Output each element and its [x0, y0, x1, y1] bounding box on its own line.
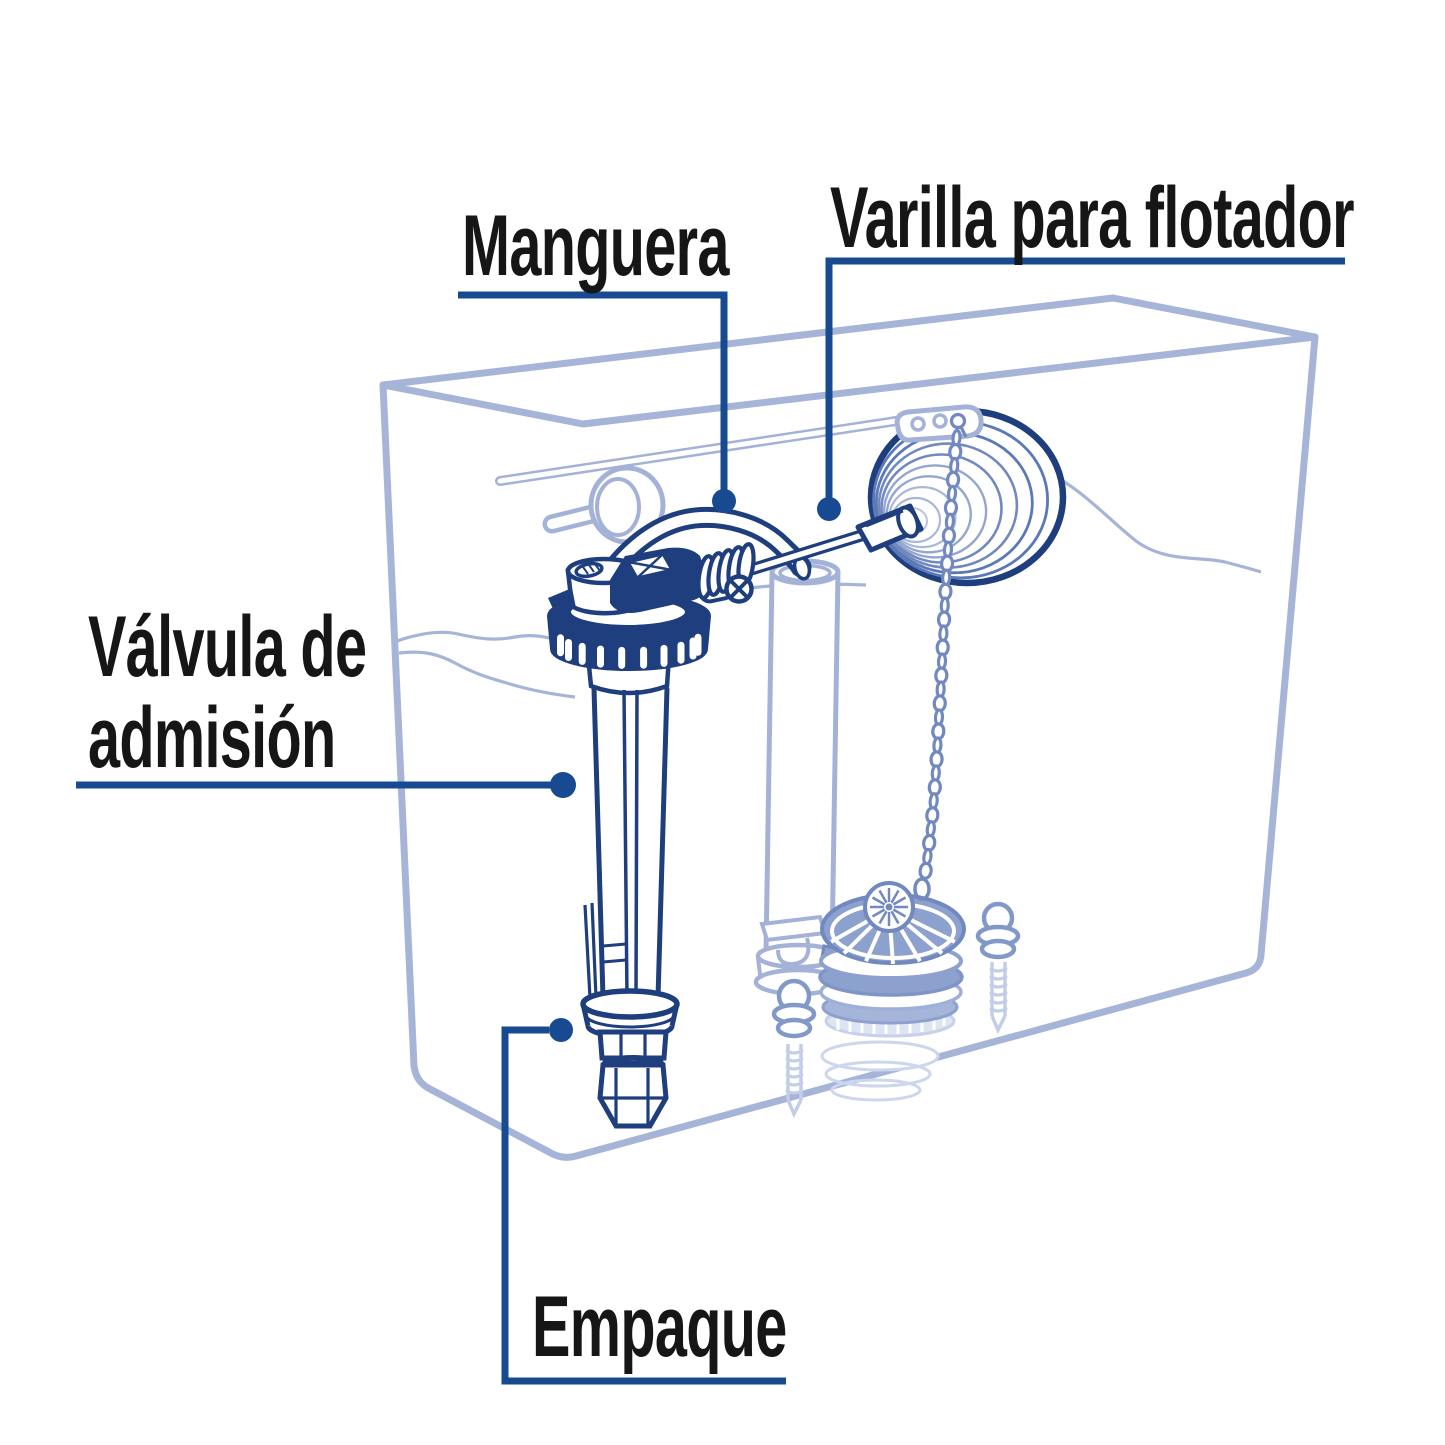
float-rod: [696, 503, 924, 604]
tank-bolt-right: [975, 901, 1021, 960]
leader-varilla: [817, 257, 1345, 521]
leader-empaque: [501, 1018, 786, 1385]
label-empaque: Empaque: [532, 1282, 912, 1373]
flush-lever-rod: [495, 416, 901, 486]
tank-bolt-left: [771, 978, 817, 1039]
label-valvula: Válvula de admisión: [88, 602, 503, 784]
fill-valve: [546, 547, 735, 1129]
rod-wing-knob: [724, 574, 754, 604]
flapper-ghost-reflection: [820, 1040, 940, 1102]
coupling-nut: [597, 1055, 669, 1129]
label-valvula-line1: Válvula de: [88, 599, 367, 695]
ghost-screw-left: [785, 1044, 804, 1119]
label-valvula-line2: admisión: [88, 690, 336, 786]
leader-valvula: [76, 772, 576, 798]
flapper: [818, 877, 966, 1038]
rod-ball-connector: [855, 503, 924, 553]
leader-lines: [76, 257, 1345, 1385]
label-manguera-text: Manguera: [462, 198, 729, 294]
label-manguera: Manguera: [462, 201, 860, 292]
flapper-chain: [918, 428, 963, 880]
label-varilla: Varilla para flotador: [830, 173, 1445, 264]
lever-strap: [894, 404, 984, 443]
flapper-starburst: [870, 888, 908, 926]
leader-manguera: [458, 291, 736, 513]
label-empaque-text: Empaque: [532, 1279, 787, 1375]
ghost-screw-right: [989, 962, 1008, 1035]
flapper-bracket: [759, 914, 828, 967]
tank-outline: [379, 294, 1319, 1161]
label-varilla-text: Varilla para flotador: [830, 170, 1355, 266]
